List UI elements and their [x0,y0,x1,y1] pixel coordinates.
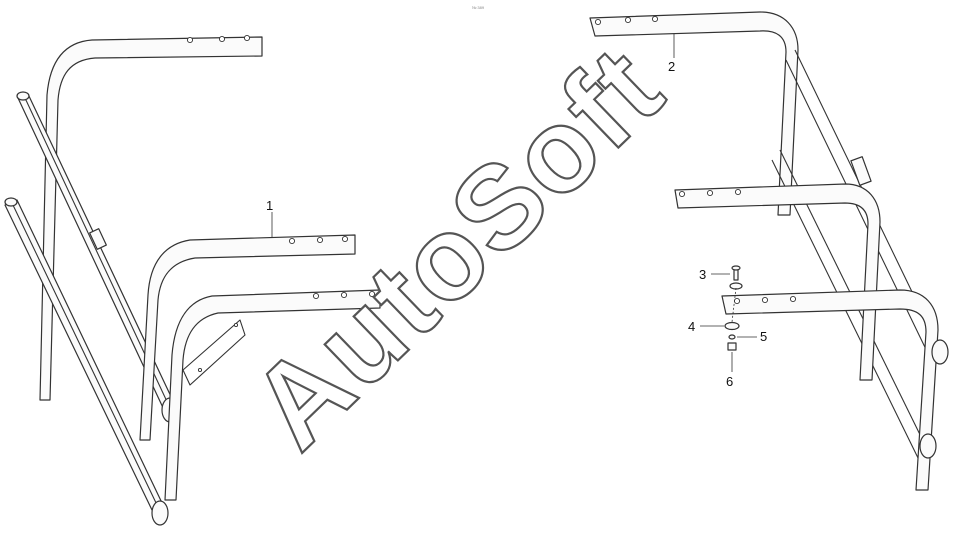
callout-3: 3 [699,267,706,282]
page-reference: № 389 [472,5,485,10]
callout-5: 5 [760,329,767,344]
callout-4: 4 [688,319,695,334]
callouts: 1 2 3 4 5 6 [266,34,767,389]
left-frame-assembly [4,34,381,526]
callout-1: 1 [266,198,273,213]
callout-2: 2 [668,59,675,74]
callout-6: 6 [726,374,733,389]
right-frame-assembly [589,11,949,491]
hardware-stack [724,265,743,351]
